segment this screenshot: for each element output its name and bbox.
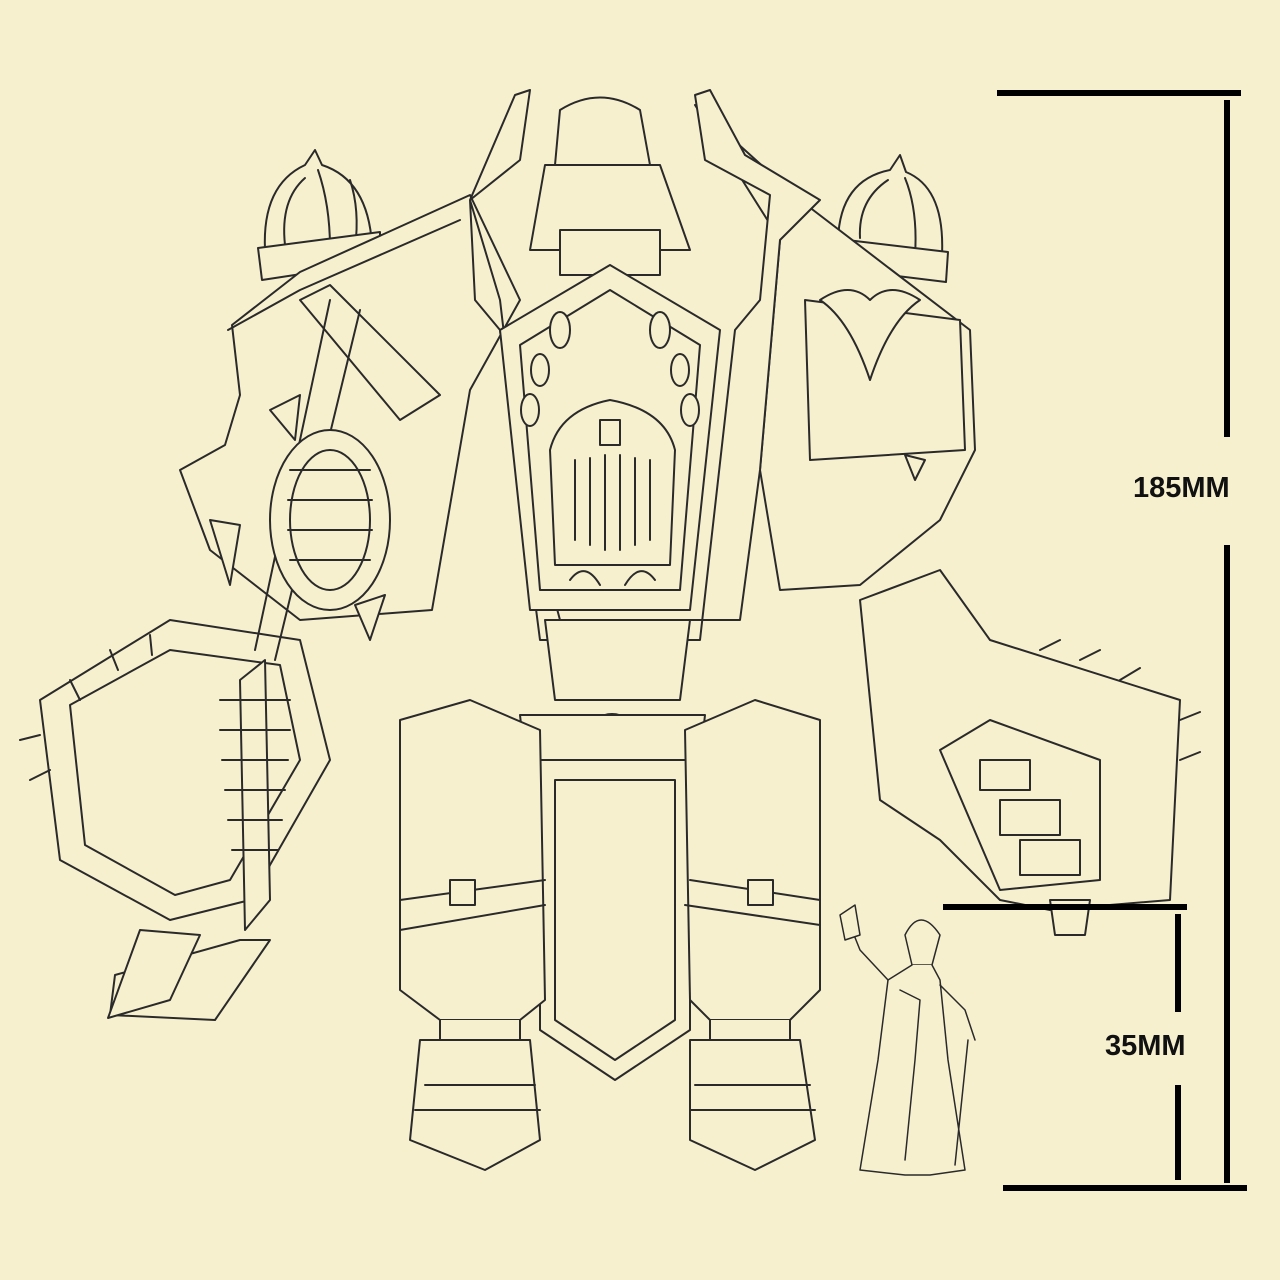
left-shoulder-plate: [179, 194, 521, 641]
mech-height-label: 185MM: [1133, 472, 1230, 504]
figure-height-label: 35MM: [1105, 1030, 1186, 1062]
mech-head: [549, 399, 676, 586]
mech-left-leg: [399, 699, 546, 1171]
mech-lineart: [19, 89, 1201, 1171]
right-shoulder-plate: [694, 104, 976, 591]
left-arm-housing: [269, 429, 391, 611]
dimension-35-lines: [943, 904, 1187, 1180]
mech-right-leg: [684, 699, 821, 1171]
dimension-185-lines: [997, 90, 1247, 1191]
mech-pelvis: [519, 619, 706, 1081]
human-miniature-lineart: [839, 904, 976, 1176]
right-fist: [859, 569, 1201, 936]
left-mace-weapon: [19, 284, 441, 1021]
